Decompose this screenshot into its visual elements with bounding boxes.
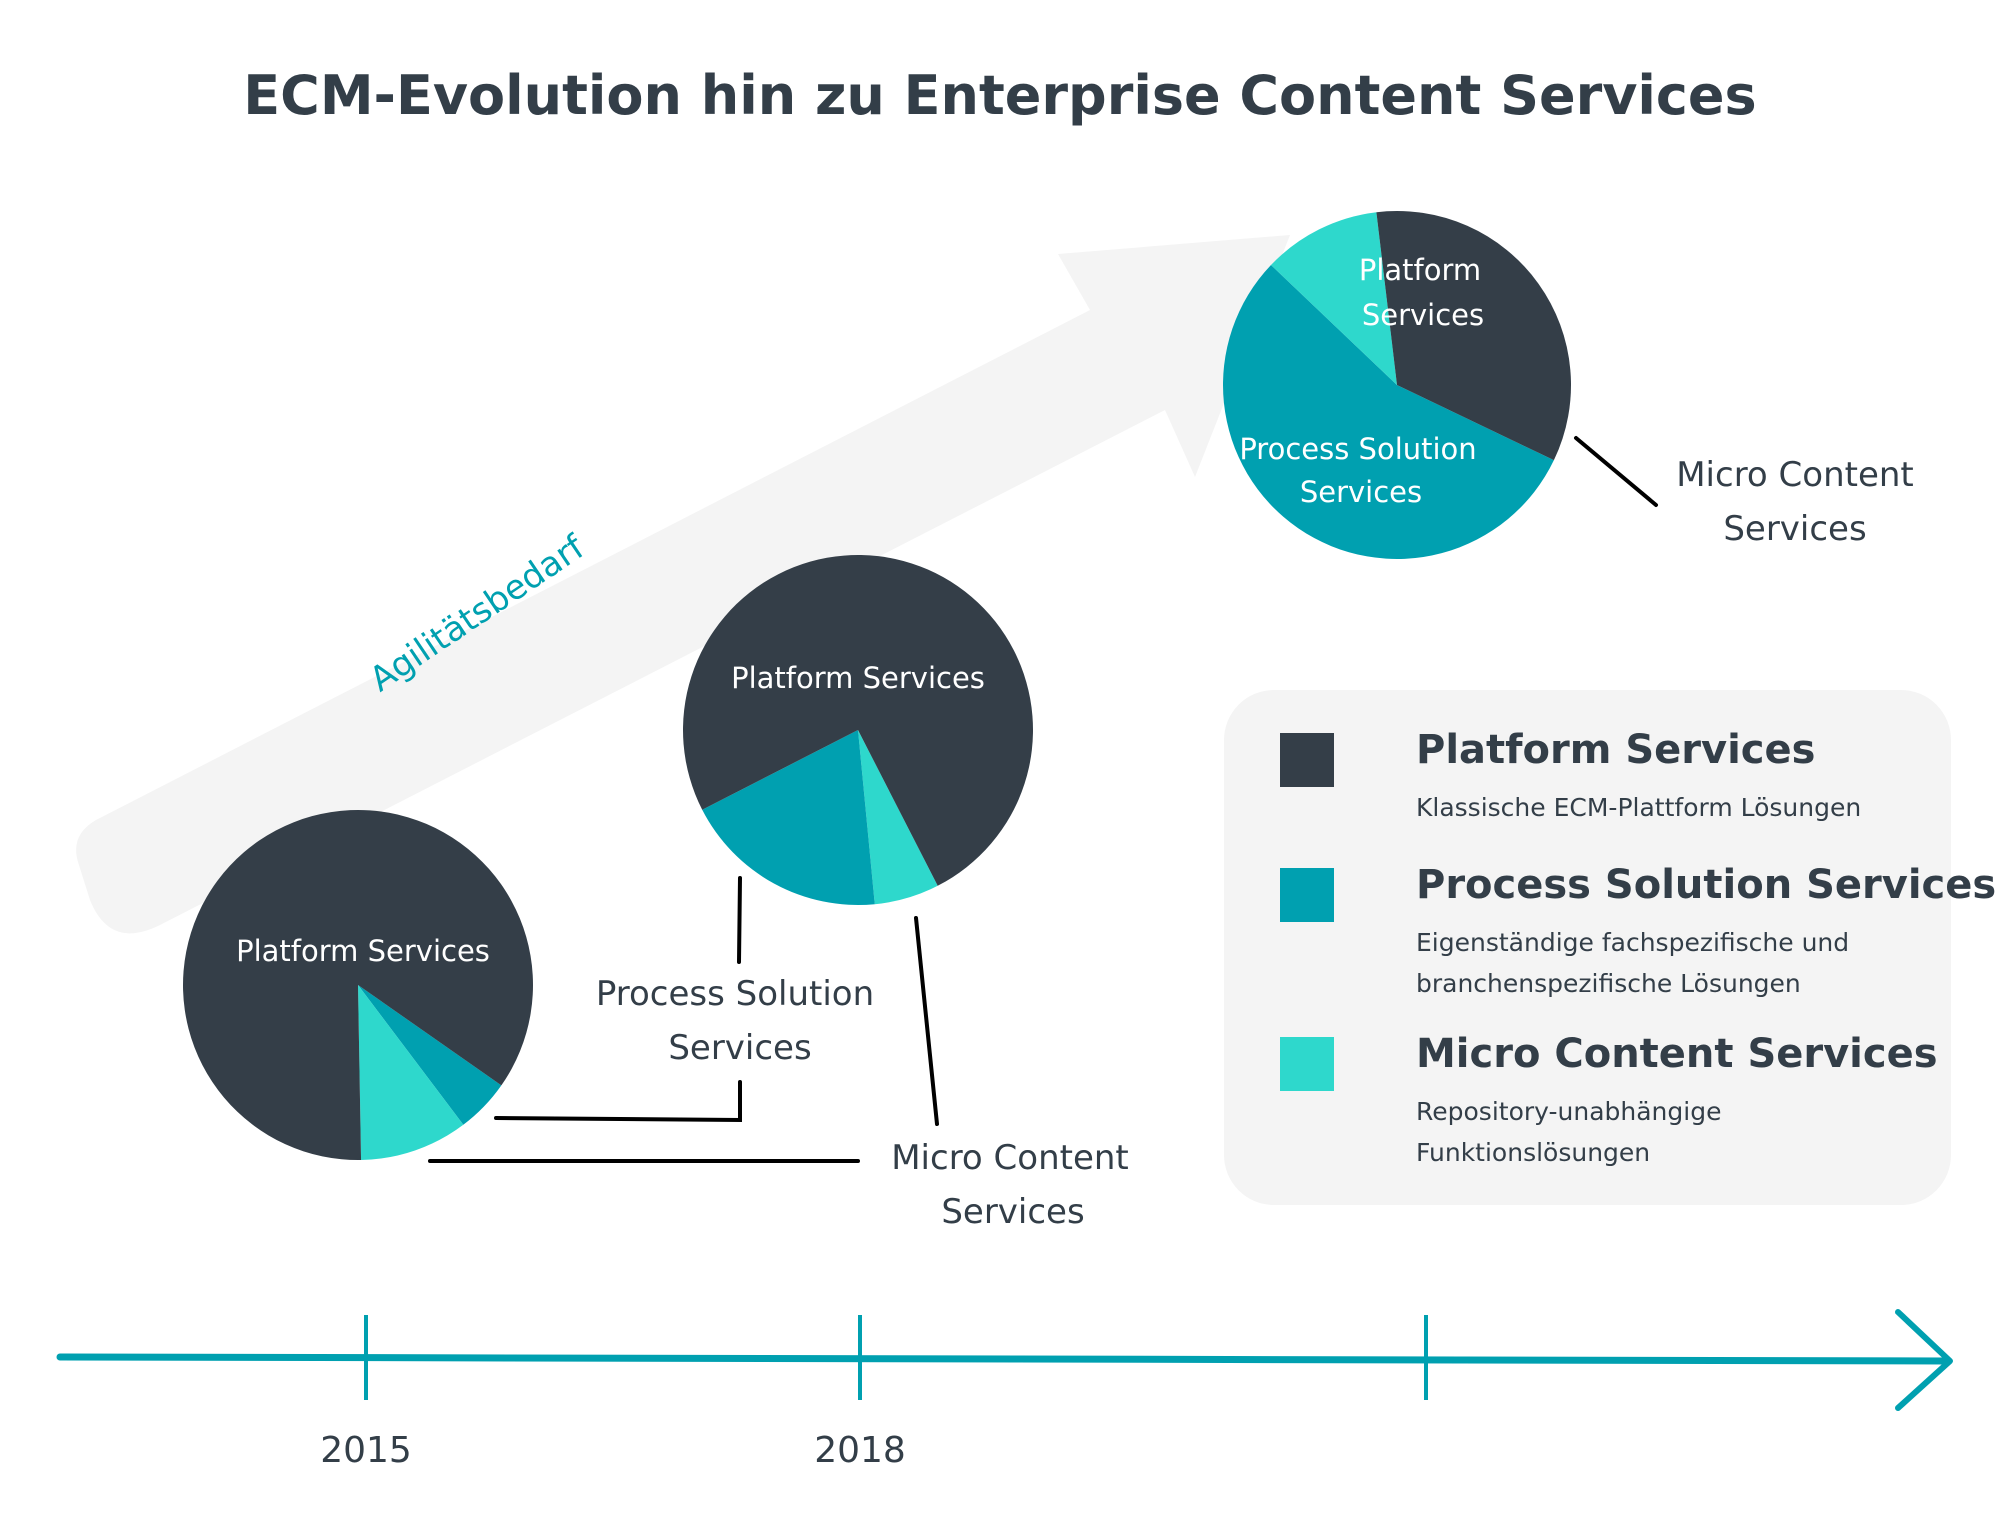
callout-process-label-1: Process Solution	[595, 974, 875, 1014]
pie-future-slice-micro	[1270, 212, 1397, 385]
callout-micro-label-1: Micro Content	[891, 1138, 1129, 1178]
timeline-arrowhead	[1895, 1309, 1953, 1411]
pie3-process-label-1: Process Solution	[1239, 432, 1477, 466]
pie-2015-slice-micro	[358, 985, 464, 1160]
pie-2018-slice-micro	[858, 730, 938, 905]
pie-future-slice-process	[1222, 265, 1554, 560]
callout-micro-label-2: Services	[941, 1192, 1085, 1232]
legend-swatch-micro	[1280, 1037, 1334, 1091]
pie-2018-slice-process	[702, 730, 875, 905]
pie3-process-label-2: Services	[1299, 475, 1423, 509]
legend-desc-platform: Klassische ECM-Plattform Lösungen	[1416, 793, 1862, 822]
timeline-axis	[56, 1309, 1953, 1411]
pie-future-slice-platform	[1376, 211, 1571, 461]
pie-2018	[683, 554, 1033, 905]
pie-future	[1222, 211, 1571, 560]
legend-panel: Platform Services Klassische ECM-Plattfo…	[1224, 690, 1996, 1205]
legend-title-platform: Platform Services	[1416, 727, 1816, 773]
pie-2015	[182, 809, 533, 1160]
year-label-2018: 2018	[814, 1430, 906, 1471]
legend-title-micro: Micro Content Services	[1416, 1031, 1938, 1077]
callout-line-pie3-micro	[1574, 436, 1658, 507]
legend-swatch-process	[1280, 868, 1334, 922]
callout-lines	[428, 436, 1658, 1163]
pie3-platform-label-2: Services	[1361, 298, 1485, 332]
callout-micro3-label-1: Micro Content	[1676, 455, 1914, 495]
legend-desc-process: Eigenständige fachspezifische und branch…	[1416, 928, 1850, 998]
callout-line-pie2-micro	[914, 916, 939, 1126]
timeline-line	[56, 1353, 1950, 1365]
agility-arrow	[76, 235, 1290, 934]
legend-title-process: Process Solution Services	[1416, 862, 1997, 908]
pie3-platform-label-1: Platform	[1358, 253, 1482, 287]
callout-process-label-2: Services	[668, 1028, 812, 1068]
callout-line-pie1-process	[494, 1080, 742, 1123]
year-label-2015: 2015	[320, 1430, 412, 1471]
legend-desc-micro: Repository-unabhängige Funktionslösungen	[1416, 1097, 1722, 1167]
legend-swatch-platform	[1280, 733, 1334, 787]
pie1-platform-label: Platform Services	[236, 934, 490, 968]
pie-2018-slice-platform	[683, 554, 1033, 886]
callout-line-pie2-process	[737, 876, 742, 964]
chart-title: ECM-Evolution hin zu Enterprise Content …	[243, 64, 1757, 127]
pie-2015-slice-platform	[182, 809, 533, 1160]
pie-2015-slice-process	[358, 985, 502, 1125]
pie2-platform-label: Platform Services	[731, 661, 985, 695]
callout-micro3-label-2: Services	[1723, 509, 1867, 549]
